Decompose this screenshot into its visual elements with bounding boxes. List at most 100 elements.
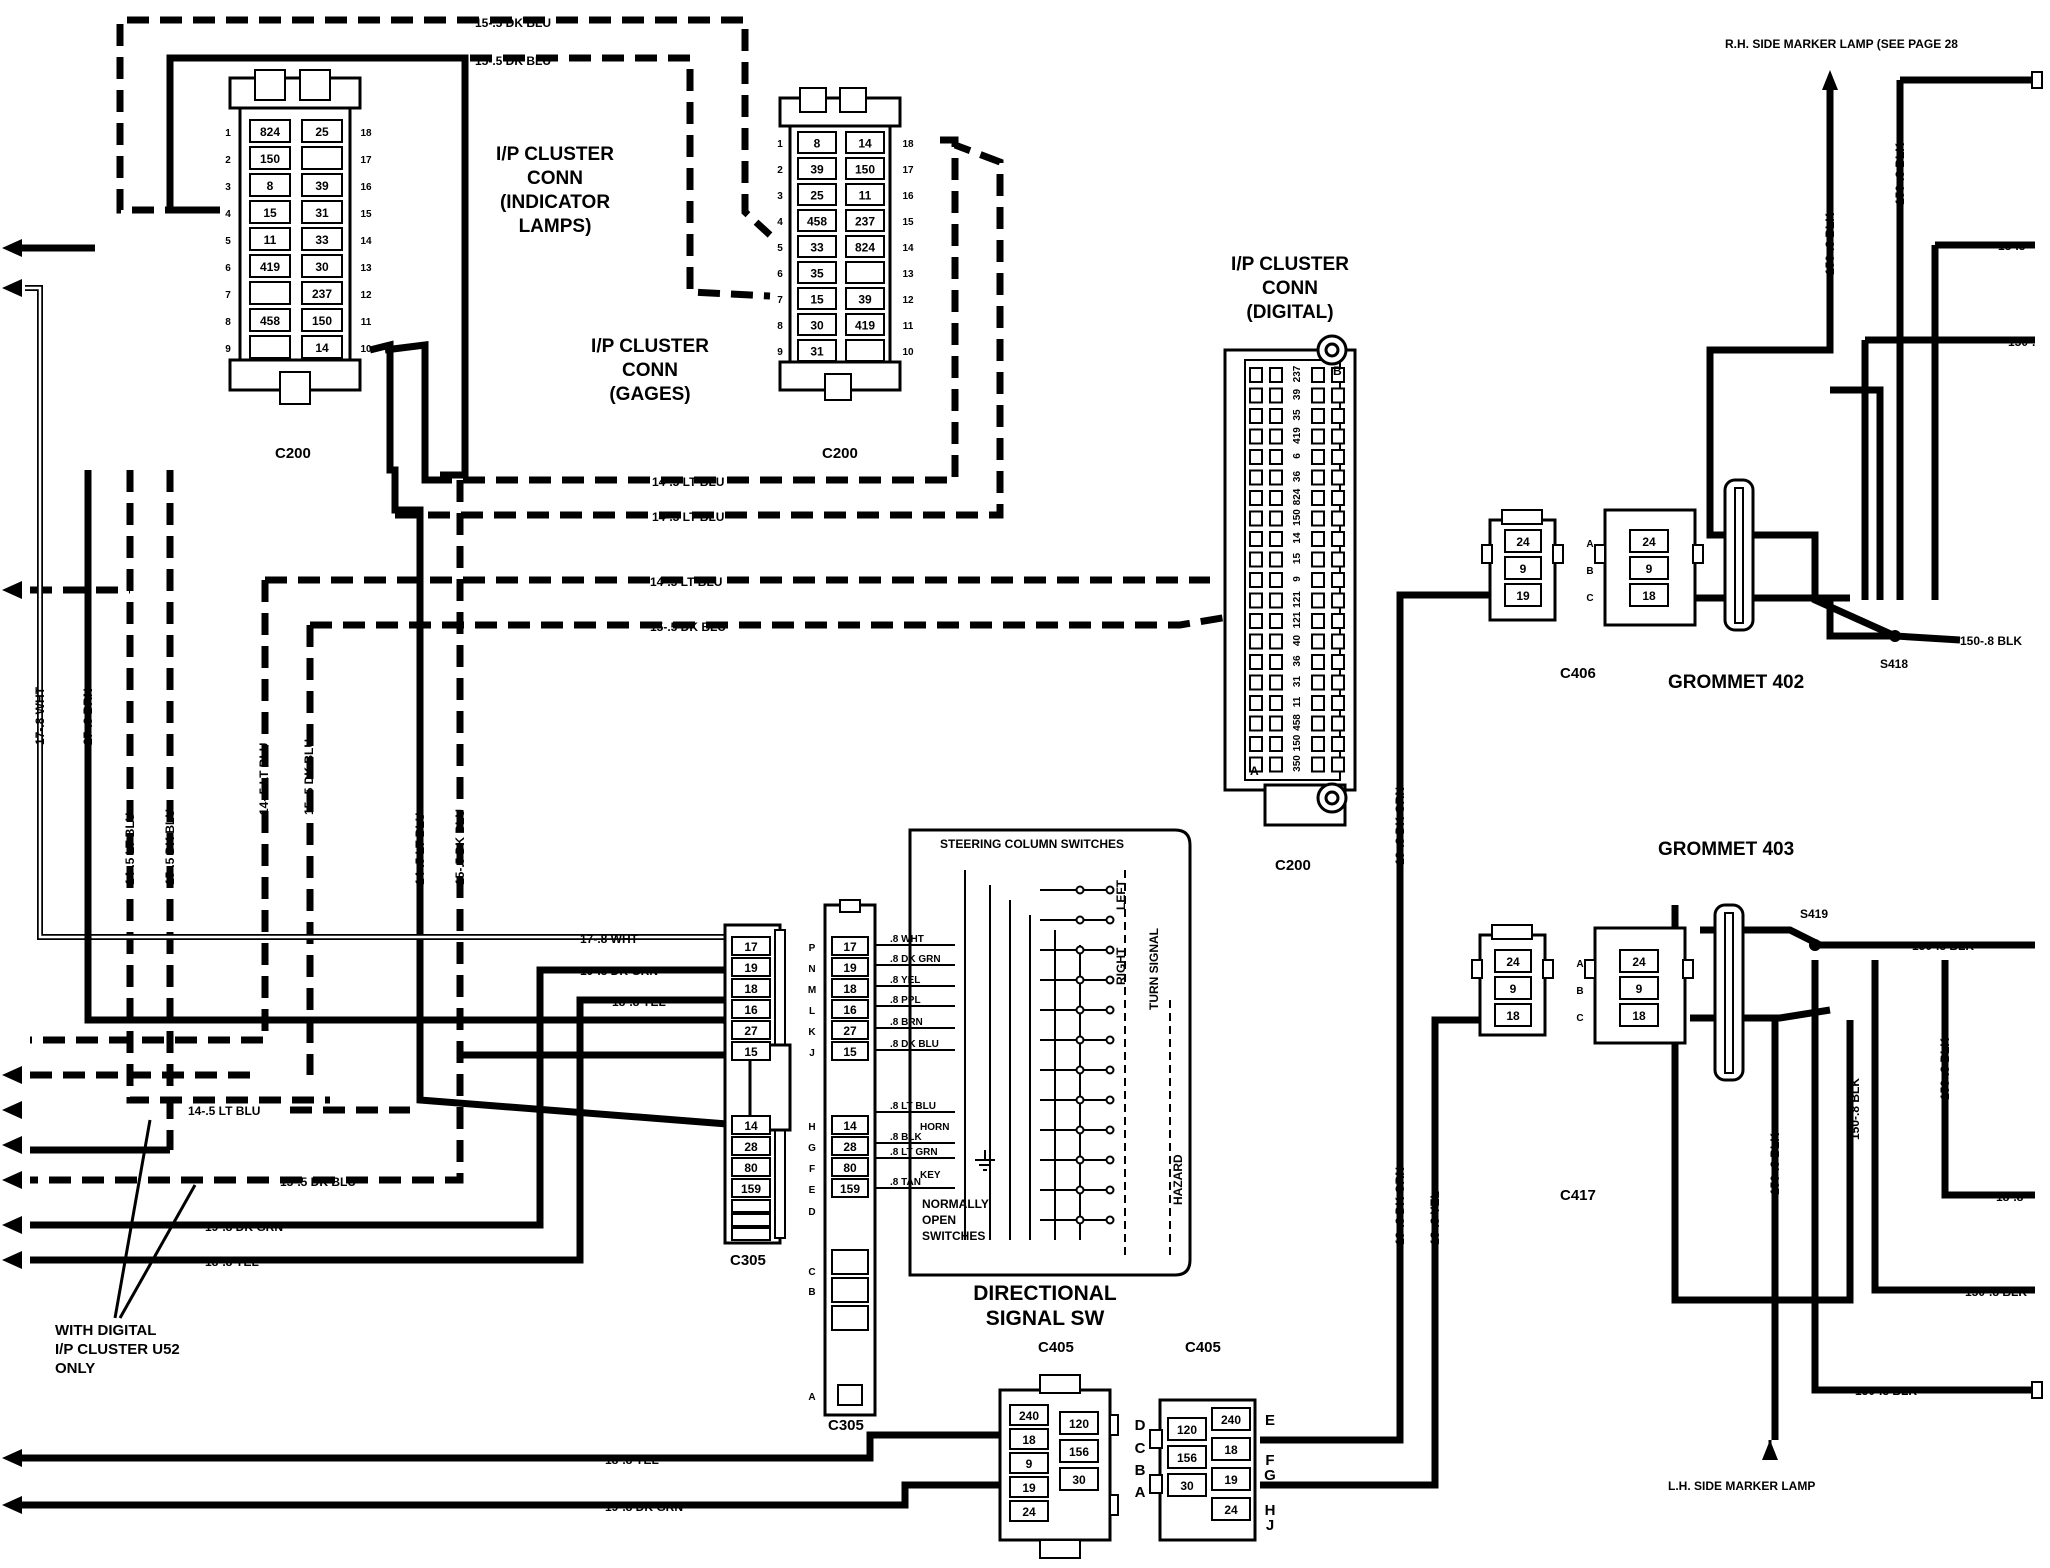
gage-pin-r-18: 18 — [902, 139, 914, 150]
c305r-cav-19-box — [831, 957, 869, 977]
svg-text:27-.8 BRN: 27-.8 BRN — [81, 688, 95, 745]
dig-sq-c-19 — [1311, 756, 1325, 773]
gage-cav-l-5: 33 — [810, 241, 824, 255]
wire-labels: 15-.5 DK BLU 15-.5 DK BLU 14-.5 LT BLU 1… — [33, 16, 2035, 1514]
c405r-b-18-box — [1211, 1437, 1251, 1461]
ind-pin-l-5: 5 — [225, 236, 231, 247]
dig-sq-c-0 — [1311, 367, 1325, 383]
dig-cav-10: 15 — [1292, 553, 1303, 565]
dig-sq-c-2 — [1311, 408, 1325, 424]
ind-cav-l-6-box — [249, 254, 291, 278]
c305l-empty-1-box — [731, 1213, 771, 1227]
ind-cav-l-3: 8 — [267, 179, 274, 193]
switch-horn: HORN — [920, 1122, 949, 1133]
svg-text:CONN: CONN — [1262, 278, 1318, 299]
svg-text:19-.8 DK GRN: 19-.8 DK GRN — [1393, 1167, 1407, 1245]
gage-pin-r-12: 12 — [902, 295, 914, 306]
c305r-cav-15-box — [831, 1041, 869, 1061]
svg-text:15-.5 DK BLU: 15-.5 DK BLU — [453, 809, 467, 885]
svg-text:I/P CLUSTER: I/P CLUSTER — [1231, 254, 1349, 275]
c405l-a-18: 18 — [1022, 1433, 1036, 1447]
c305r-cav-159-box — [831, 1178, 869, 1198]
svg-text:19-.8 DK GRN: 19-.8 DK GRN — [580, 964, 658, 978]
c305r-letter-K: K — [808, 1027, 816, 1038]
gage-pin-l-8: 8 — [777, 321, 783, 332]
c405l-a-24-box — [1009, 1500, 1049, 1522]
dig-sq-b-2 — [1269, 408, 1283, 424]
dig-sq-b-3 — [1269, 428, 1283, 445]
gage-pin-l-3: 3 — [777, 191, 783, 202]
indicator-title: I/P CLUSTER CONN (INDICATOR LAMPS) — [496, 144, 614, 237]
svg-text:14-.5 LT BLU: 14-.5 LT BLU — [650, 575, 722, 589]
dig-sq-d-17 — [1331, 715, 1345, 732]
ind-pin-r-12: 12 — [360, 290, 372, 301]
dig-sq-c-18 — [1311, 736, 1325, 752]
gage-cav-l-8-box — [797, 313, 837, 336]
svg-text:15-.5 DK BLU: 15-.5 DK BLU — [280, 1175, 356, 1189]
ind-pin-r-15: 15 — [360, 209, 372, 220]
c305l-cav-15-box — [731, 1041, 771, 1061]
c305l-empty-0-box — [731, 1199, 771, 1213]
wire-blk-2 — [1830, 386, 1884, 600]
wire-ind10-a — [369, 340, 741, 1129]
svg-text:NORMALLY: NORMALLY — [922, 1197, 989, 1211]
dig-sq-b-13 — [1269, 633, 1283, 650]
ind-cav-r-1-box — [301, 119, 343, 143]
svg-text:SWITCHES: SWITCHES — [922, 1229, 985, 1243]
sw-wire-label-7: .8 BLK — [890, 1132, 922, 1143]
c406-mate-18-box — [1629, 583, 1669, 607]
wire-brn — [84, 470, 744, 1047]
c305l-cav-28-box — [731, 1136, 771, 1156]
svg-text:18-.8 YEL: 18-.8 YEL — [612, 995, 666, 1009]
ind-cav-r-5: 33 — [315, 233, 329, 247]
wire-top-dkblu-2b — [470, 54, 771, 300]
gage-cav-r-2: 150 — [855, 163, 875, 177]
dig-sq-c-9 — [1311, 551, 1325, 568]
c305r-cav-80-box — [831, 1157, 869, 1177]
ground-icon — [975, 1150, 995, 1171]
c405-right-ref: C405 — [1185, 1339, 1221, 1356]
sw-contact-b-10 — [1105, 1185, 1115, 1195]
dig-sq-b-17 — [1269, 715, 1283, 732]
svg-text:14-.5 LT BLU: 14-.5 LT BLU — [652, 510, 724, 524]
dig-sq-a-18 — [1249, 736, 1263, 752]
wire-dig-dkblu — [310, 611, 1241, 629]
c305r-cav-18-box — [831, 978, 869, 998]
c305r-empty-1-box — [831, 1277, 869, 1303]
wire-wht-hollow-in — [25, 286, 728, 939]
c305r-cav-17: 17 — [843, 940, 857, 954]
wire-18a — [1931, 241, 2035, 600]
svg-text:14-.5 LT BLU: 14-.5 LT BLU — [188, 1104, 260, 1118]
svg-text:150-.8 BLK: 150-.8 BLK — [1893, 143, 1907, 205]
gage-cav-r-8-box — [845, 313, 885, 336]
c305r-cav-16: 16 — [843, 1003, 857, 1017]
dig-sq-d-13 — [1331, 633, 1345, 650]
gage-cav-r-1: 14 — [858, 137, 872, 151]
wire-top-dkblu-1 — [116, 16, 773, 238]
c405l-a-24: 24 — [1022, 1505, 1036, 1519]
c417-ref: C417 — [1560, 1187, 1596, 1204]
sw-contact-b-0 — [1105, 885, 1115, 895]
dig-sq-b-11 — [1269, 592, 1283, 609]
dig-sq-b-15 — [1269, 674, 1283, 691]
ind-cav-l-2-box — [249, 146, 291, 170]
ind-pin-r-16: 16 — [360, 182, 372, 193]
dig-cav-4: 419 — [1292, 427, 1303, 444]
sw-contact-4 — [1075, 1005, 1085, 1015]
gage-cav-l-1-box — [797, 131, 837, 154]
dig-sq-b-14 — [1269, 654, 1283, 670]
note-digital: WITH DIGITAL I/P CLUSTER U52 ONLY — [55, 1322, 180, 1377]
ind-pin-l-2: 2 — [225, 155, 231, 166]
sw-contact-6 — [1075, 1065, 1085, 1075]
wire-ltblu-h1 — [430, 136, 959, 484]
sw-contact-3 — [1075, 975, 1085, 985]
c305r-cav-27: 27 — [843, 1024, 857, 1038]
dig-sq-d-12 — [1331, 613, 1345, 629]
c305l-cav-19-box — [731, 957, 771, 977]
c406-cav-24-box — [1504, 529, 1542, 553]
sw-contact-1 — [1075, 915, 1085, 925]
c305r-letter-G: G — [808, 1143, 816, 1154]
c305l-cav-18: 18 — [744, 982, 758, 996]
